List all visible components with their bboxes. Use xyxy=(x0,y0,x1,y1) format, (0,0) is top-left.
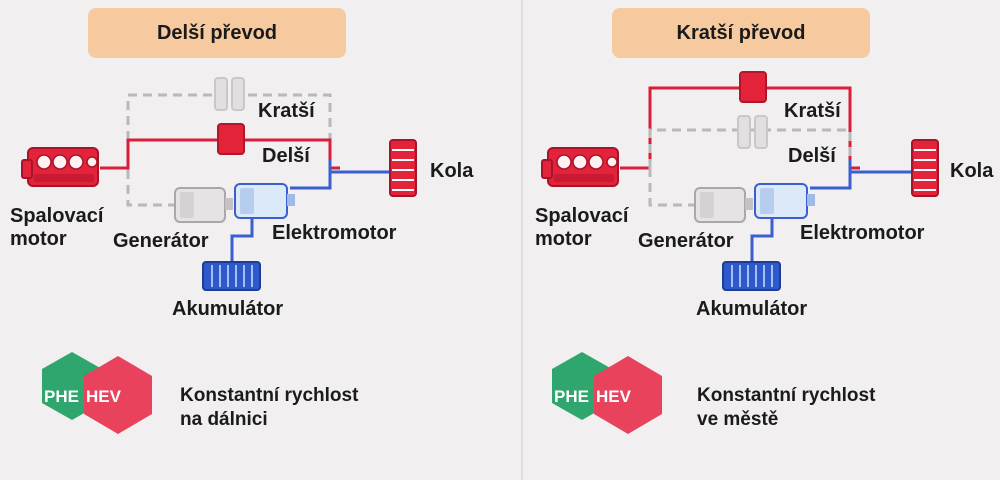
badge-phe-text: PHE xyxy=(554,387,589,406)
wheels-label: Kola xyxy=(430,160,474,182)
phev-badge-icon: PHE HEV xyxy=(552,352,662,434)
motor-label: Elektromotor xyxy=(800,222,925,244)
engine-label-line2: motor xyxy=(10,228,67,250)
wheels-icon xyxy=(911,139,939,197)
badge-hev-text: HEV xyxy=(86,387,122,406)
shorter-clutch-icon xyxy=(739,71,767,103)
engine-label-line2: motor xyxy=(535,228,592,250)
electric-motor-icon xyxy=(234,183,295,219)
panel-shorter-gear: Kratší převod xyxy=(520,0,1000,480)
shorter-clutch-icon xyxy=(214,77,245,111)
longer-clutch-icon xyxy=(737,115,768,149)
longer-clutch-icon xyxy=(217,123,245,155)
caption-line2: ve městě xyxy=(697,409,779,430)
caption-line1: Konstantní rychlost xyxy=(697,385,876,406)
wheels-label: Kola xyxy=(950,160,994,182)
battery-label: Akumulátor xyxy=(696,298,808,320)
motor-label: Elektromotor xyxy=(272,222,397,244)
wheels-icon xyxy=(389,139,417,197)
engine-label-line1: Spalovací xyxy=(535,205,629,227)
battery-icon xyxy=(202,261,261,291)
shorter-gear-label: Kratší xyxy=(784,100,841,122)
electric-motor-icon xyxy=(754,183,815,219)
generator-icon xyxy=(174,187,233,223)
generator-icon xyxy=(694,187,753,223)
generator-path xyxy=(126,170,175,207)
caption-line2: na dálnici xyxy=(180,409,268,430)
longer-gear-label: Delší xyxy=(788,145,836,167)
battery-path xyxy=(230,218,254,262)
battery-label: Akumulátor xyxy=(172,298,284,320)
panel-longer-gear: Delší převod xyxy=(10,8,474,434)
generator-path xyxy=(648,168,695,207)
panel-title: Kratší převod xyxy=(612,8,870,58)
phev-badge-icon: PHE HEV xyxy=(42,352,152,434)
powertrain-diagram: PHE HEV xyxy=(21,77,417,434)
longer-gear-label: Delší xyxy=(262,145,310,167)
panel-divider xyxy=(521,0,523,480)
engine-icon xyxy=(21,147,99,187)
shorter-gear-path xyxy=(126,93,332,170)
engine-label-line1: Spalovací xyxy=(10,205,104,227)
badge-hev-text: HEV xyxy=(596,387,632,406)
shorter-gear-label: Kratší xyxy=(258,100,315,122)
generator-label: Generátor xyxy=(113,230,209,252)
badge-phe-text: PHE xyxy=(44,387,79,406)
powertrain-diagram: PHE HEV xyxy=(541,71,939,434)
caption-line1: Konstantní rychlost xyxy=(180,385,359,406)
generator-label: Generátor xyxy=(638,230,734,252)
battery-path xyxy=(750,218,774,262)
panel-title: Delší převod xyxy=(88,8,346,58)
battery-icon xyxy=(722,261,781,291)
engine-icon xyxy=(541,147,619,187)
